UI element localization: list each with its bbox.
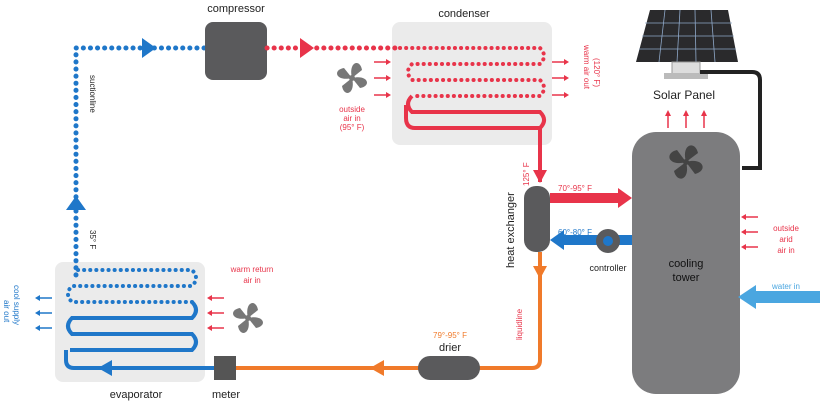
hx-hot-water-arrow (618, 188, 632, 208)
liquid-arrow-left (370, 360, 384, 376)
compressor (205, 22, 267, 80)
evaporator-inlet-arrow (98, 360, 112, 376)
label-suction-line: suctionline (88, 75, 97, 113)
label-outside-air-2: air in (343, 114, 360, 123)
condenser-coil-panel (392, 22, 552, 145)
solar-panel-grid (639, 9, 736, 63)
evaporator-coil-solid (66, 300, 198, 352)
cooling-tower-fan-icon (669, 145, 703, 179)
label-temp-35: 35° F (88, 230, 97, 249)
condenser-coil-solid (404, 94, 546, 130)
label-temp-60-80: 60°-80° F (558, 228, 592, 237)
water-in-arrow (738, 285, 756, 309)
label-cool-supply-1: cool supply (12, 285, 21, 325)
label-warm-air-out-2: (120° F) (592, 58, 601, 87)
controller-pump-hub (603, 236, 613, 246)
meter (214, 356, 236, 380)
power-cable (700, 70, 762, 170)
label-warm-return-2: air in (243, 276, 260, 285)
heat-exchanger (524, 186, 550, 252)
tower-exhaust-arrows (665, 110, 707, 128)
hx-inlet-arrow (533, 170, 547, 183)
label-outside-air-1: outside (339, 105, 365, 114)
label-controller: controller (589, 263, 626, 273)
evaporator-supply-air-arrows (35, 295, 52, 331)
label-outside-arid-2: arid (779, 235, 792, 244)
condenser-fan-icon (337, 63, 367, 93)
suction-arrow-top (142, 38, 156, 58)
evaporator-return-air-arrows (207, 295, 224, 331)
condenser-air-in-arrows (374, 59, 391, 98)
evaporator-coil-panel (55, 262, 205, 382)
condenser-coil-dotted (398, 46, 546, 98)
label-outside-arid-3: air in (777, 246, 794, 255)
label-cool-supply-2: air out (2, 300, 11, 323)
label-compressor: compressor (207, 3, 265, 15)
solar-panel-mount (671, 61, 701, 75)
drier (418, 356, 480, 380)
label-drier: drier (439, 342, 461, 354)
label-temp-125: 125° F (522, 162, 531, 186)
liquid-arrow-down (533, 266, 547, 279)
label-evaporator: evaporator (110, 389, 163, 401)
condenser-air-out-arrows (552, 59, 569, 98)
liquid-line (212, 252, 542, 370)
label-solar-panel: Solar Panel (653, 88, 715, 102)
hx-cool-water-arrow (550, 230, 564, 250)
label-condenser: condenser (438, 8, 490, 20)
label-water-in: water in (771, 282, 800, 291)
label-cooling-tower-1: cooling (669, 258, 704, 270)
label-cooling-tower-2: tower (673, 272, 700, 284)
label-liquidline: liquidline (515, 308, 524, 340)
label-outside-air-3: (95° F) (340, 123, 365, 132)
label-warm-air-out-1: warm air out (582, 44, 591, 90)
cooling-tower (632, 132, 740, 394)
label-warm-return-1: warm return (230, 265, 274, 274)
discharge-arrow (300, 38, 314, 58)
solar-panel-base (664, 73, 708, 79)
label-heat-exchanger: heat exchanger (505, 192, 517, 268)
label-outside-arid-1: outside (773, 224, 799, 233)
arid-air-in-arrows (741, 214, 758, 250)
suction-arrow-left (66, 196, 86, 210)
label-temp-70-95: 70°-95° F (558, 184, 592, 193)
evaporator-inlet-line (64, 350, 214, 370)
evaporator-fan-icon (233, 303, 263, 333)
label-temp-79-95: 79°-95° F (433, 331, 467, 340)
label-meter: meter (212, 389, 240, 401)
